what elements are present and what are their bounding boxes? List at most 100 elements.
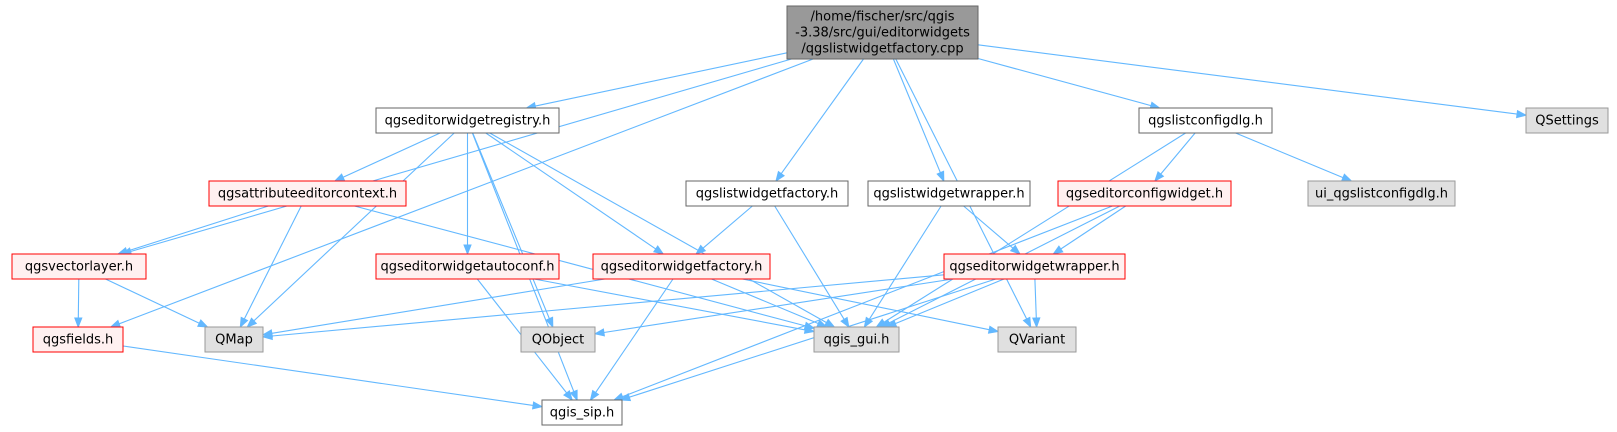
edge-qgsattributeeditorcontext-to-qmap [243, 205, 302, 320]
arrowhead-qgseditorwidgetregistry-to-qobject [545, 316, 554, 329]
node-qgseditorwidgetwrapper[interactable]: qgseditorwidgetwrapper.h [943, 253, 1126, 280]
node-box-qmap [204, 326, 264, 353]
arrowhead-qgseditorconfigwidget-to-qgis_sip [612, 392, 625, 401]
edge-qgseditorconfigwidget-to-qgis_sip [622, 205, 1113, 398]
node-box-qsettings [1525, 107, 1609, 134]
node-label-qvariant: QVariant [1009, 333, 1065, 348]
arrowhead-qgseditorwidgetregistry-to-qmap [246, 317, 258, 328]
node-ui_qgslistconfigdlg: ui_qgslistconfigdlg.h [1307, 180, 1456, 207]
node-box-qgsvectorlayer [11, 253, 147, 280]
node-qgslistconfigdlg[interactable]: qgslistconfigdlg.h [1138, 107, 1273, 134]
edge-qgslistconfigdlg-to-qgseditorconfigwidget [1160, 132, 1196, 175]
node-box-qgis_gui [813, 326, 900, 353]
arrowhead-qgseditorwidgetregistry-to-qgis_gui [823, 318, 836, 328]
arrowhead-qgseditorwidgetfactory-to-qgis_sip [589, 389, 600, 402]
node-label-qgis_sip: qgis_sip.h [550, 406, 614, 421]
edge-root-to-qgslistconfigdlg [977, 57, 1152, 107]
arrowhead-qgseditorwidgetwrapper-to-qvariant [1032, 317, 1041, 329]
arrowhead-qgsvectorlayer-to-qmap [197, 319, 209, 328]
node-qgsfields[interactable]: qgsfields.h [32, 326, 124, 353]
node-label-qgseditorwidgetregistry: qgseditorwidgetregistry.h [385, 114, 551, 129]
node-box-qgis_sip [541, 399, 623, 426]
edge-qgslistwidgetwrapper-to-qgseditorwidgetwrapper [963, 205, 1014, 249]
node-box-qgseditorwidgetautoconf [375, 253, 560, 280]
arrowhead-qgslistconfigdlg-to-qgseditorconfigwidget [1154, 170, 1165, 183]
node-box-qgslistwidgetfactory_h [685, 180, 849, 207]
edge-qgseditorwidgetregistry-to-qobject [472, 132, 550, 319]
edge-qgseditorconfigwidget-to-qgseditorwidgetwrapper [1060, 205, 1127, 250]
node-box-qgseditorwidgetwrapper [943, 253, 1126, 280]
edge-qgseditorwidgetfactory-to-qmap [271, 278, 605, 334]
node-qgslistwidgetwrapper[interactable]: qgslistwidgetwrapper.h [867, 180, 1031, 207]
node-label-qsettings: QSettings [1535, 114, 1599, 129]
node-box-root [786, 5, 979, 60]
node-box-qgseditorwidgetregistry [375, 107, 560, 134]
arrowhead-qgseditorwidgetregistry-to-qgseditorwidgetfactory [652, 245, 665, 255]
node-root: /home/fischer/src/qgis-3.38/src/gui/edit… [786, 5, 979, 60]
node-qmap: QMap [204, 326, 264, 353]
arrowhead-qgsattributeeditorcontext-to-qmap [239, 316, 249, 329]
node-label-qgsattributeeditorcontext: qgsattributeeditorcontext.h [218, 187, 397, 202]
node-qgsvectorlayer[interactable]: qgsvectorlayer.h [11, 253, 147, 280]
edges-layer [74, 44, 1528, 410]
node-qvariant: QVariant [997, 326, 1077, 353]
edge-qgseditorwidgetfactory-to-qgis_gui [711, 278, 819, 325]
node-qgseditorwidgetregistry[interactable]: qgseditorwidgetregistry.h [375, 107, 560, 134]
node-label-root-line-1: -3.38/src/gui/editorwidgets [795, 26, 970, 41]
node-label-qgsvectorlayer: qgsvectorlayer.h [25, 260, 133, 275]
arrowhead-qgseditorwidgetregistry-to-qgseditorwidgetautoconf [463, 244, 472, 256]
edge-root-to-qgsvectorlayer [130, 58, 792, 253]
node-box-qgseditorconfigwidget [1057, 180, 1232, 207]
node-qsettings: QSettings [1525, 107, 1609, 134]
arrowhead-qgseditorwidgetautoconf-to-qgis_sip [563, 389, 574, 402]
arrowhead-qgseditorwidgetfactory-to-qvariant [987, 325, 1000, 334]
arrowhead-qgslistwidgetfactory_h-to-qgis_gui [840, 316, 850, 329]
node-label-qobject: QObject [532, 333, 585, 348]
edge-qgseditorwidgetregistry-to-qgseditorwidgetfactory [485, 132, 657, 250]
nodes-layer: /home/fischer/src/qgis-3.38/src/gui/edit… [11, 5, 1609, 426]
edge-root-to-qgslistwidgetfactory_h [780, 58, 864, 175]
edge-qgseditorwidgetregistry-to-qgis_gui [489, 132, 827, 324]
node-label-qgslistconfigdlg: qgslistconfigdlg.h [1148, 114, 1263, 129]
arrowhead-qgslistwidgetfactory_h-to-qgseditorwidgetfactory [695, 244, 707, 255]
node-label-qgsfields: qgsfields.h [43, 333, 113, 348]
edge-qgsattributeeditorcontext-to-qgis_gui [354, 205, 806, 327]
arrowhead-qgseditorwidgetregistry-to-qgis_sip [569, 389, 578, 402]
arrowhead-qgseditorwidgetwrapper-to-qmap [261, 331, 273, 341]
node-qgseditorwidgetautoconf[interactable]: qgseditorwidgetautoconf.h [375, 253, 560, 280]
arrowhead-qgslistwidgetwrapper-to-qgseditorwidgetwrapper [1009, 244, 1021, 255]
edge-qgseditorwidgetwrapper-to-qgis_sip [629, 278, 996, 398]
node-box-qgslistwidgetwrapper [867, 180, 1031, 207]
edge-qgseditorwidgetautoconf-to-qgis_gui [533, 278, 806, 331]
arrowhead-qgseditorwidgetregistry-to-qgsattributeeditorcontext [333, 173, 346, 182]
edge-qgseditorwidgetfactory-to-qvariant [742, 278, 990, 331]
arrowhead-qgslistconfigdlg-to-ui_qgslistconfigdlg [1340, 173, 1353, 182]
edge-root-to-qgsfields [119, 58, 814, 325]
edge-qgseditorwidgetregistry-to-qgsattributeeditorcontext [342, 132, 441, 178]
node-box-qvariant [997, 326, 1077, 353]
arrowhead-qgsfields-to-qgis_sip [531, 401, 544, 410]
arrowhead-qgseditorconfigwidget-to-qgseditorwidgetwrapper [1052, 245, 1064, 255]
node-qgslistwidgetfactory_h[interactable]: qgslistwidgetfactory.h [685, 180, 849, 207]
node-label-root-line-2: /qgslistwidgetfactory.cpp [801, 42, 963, 57]
node-box-qgslistconfigdlg [1138, 107, 1273, 134]
edge-qgseditorwidgetwrapper-to-qmap [271, 274, 945, 337]
node-qgseditorconfigwidget[interactable]: qgseditorconfigwidget.h [1057, 180, 1232, 207]
node-label-ui_qgslistconfigdlg: ui_qgslistconfigdlg.h [1315, 187, 1448, 202]
node-label-qgseditorwidgetfactory: qgseditorwidgetfactory.h [601, 260, 763, 275]
node-qgsattributeeditorcontext[interactable]: qgsattributeeditorcontext.h [208, 180, 407, 207]
arrowhead-root-to-qgslistwidgetfactory_h [775, 170, 785, 183]
node-label-qmap: QMap [215, 333, 253, 348]
node-box-qobject [520, 326, 596, 353]
node-label-qgslistwidgetfactory_h: qgslistwidgetfactory.h [696, 187, 839, 202]
node-qgseditorwidgetfactory[interactable]: qgseditorwidgetfactory.h [592, 253, 771, 280]
node-box-qgsfields [32, 326, 124, 353]
edge-qgseditorwidgetfactory-to-qgis_sip [595, 278, 674, 393]
node-qgis_sip[interactable]: qgis_sip.h [541, 399, 623, 426]
node-box-qgsattributeeditorcontext [208, 180, 407, 207]
edge-qgslistwidgetfactory_h-to-qgis_gui [774, 205, 845, 320]
edge-qgseditorwidgetwrapper-to-qobject [603, 278, 953, 334]
arrowhead-root-to-qvariant [1022, 316, 1032, 329]
edge-qgslistwidgetfactory_h-to-qgseditorwidgetfactory [702, 205, 753, 249]
edge-qgsvectorlayer-to-qgsfields [77, 278, 80, 319]
